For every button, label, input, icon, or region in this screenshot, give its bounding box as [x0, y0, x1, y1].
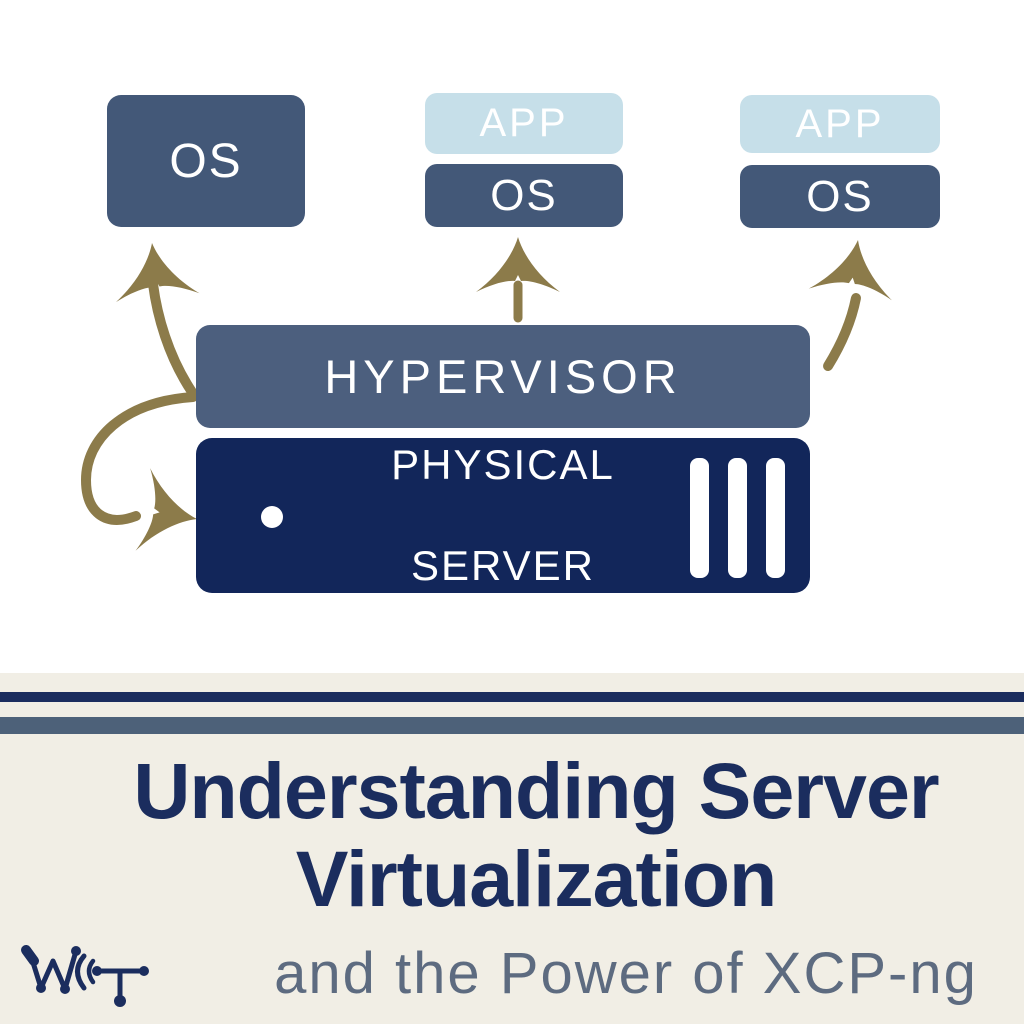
vm1-os-box: OS	[107, 95, 305, 227]
vm2-os-box: OS	[425, 164, 623, 227]
curved-arrow-up-right-icon	[808, 234, 900, 371]
footer-band: Understanding Server Virtualization and …	[0, 673, 1024, 1024]
curved-arrow-loop-down-icon	[80, 392, 205, 561]
vm2-app-label: APP	[479, 101, 569, 145]
physical-server-label-line1: PHYSICAL	[391, 440, 615, 488]
navy-stripe	[0, 692, 1024, 702]
server-vent-bar-icon	[766, 458, 785, 578]
vm3-os-label: OS	[806, 171, 874, 221]
vm3-app-label: APP	[795, 101, 885, 146]
server-vent-bar-icon	[728, 458, 747, 578]
hypervisor-box: HYPERVISOR	[196, 325, 810, 428]
slate-stripe	[0, 717, 1024, 734]
page-title: Understanding Server Virtualization	[0, 747, 1024, 922]
vm1-os-label: OS	[169, 134, 243, 188]
title-line1: Understanding Server	[133, 746, 939, 835]
vm2-app-box: APP	[425, 93, 623, 154]
vm3-os-box: OS	[740, 165, 940, 228]
server-vent-bar-icon	[690, 458, 709, 578]
vm3-app-box: APP	[740, 95, 940, 153]
physical-server-label-line2: SERVER	[411, 541, 595, 589]
server-dot-icon	[261, 506, 283, 528]
curved-arrow-up-left-icon	[110, 238, 200, 397]
title-line2: Virtualization	[295, 833, 778, 923]
physical-server-box: PHYSICAL SERVER	[196, 438, 810, 593]
hypervisor-label: HYPERVISOR	[324, 350, 682, 403]
page-subtitle: and the Power of XCP-ng	[274, 941, 978, 1006]
straight-arrow-up-icon	[476, 237, 560, 323]
vm2-os-label: OS	[490, 170, 558, 220]
